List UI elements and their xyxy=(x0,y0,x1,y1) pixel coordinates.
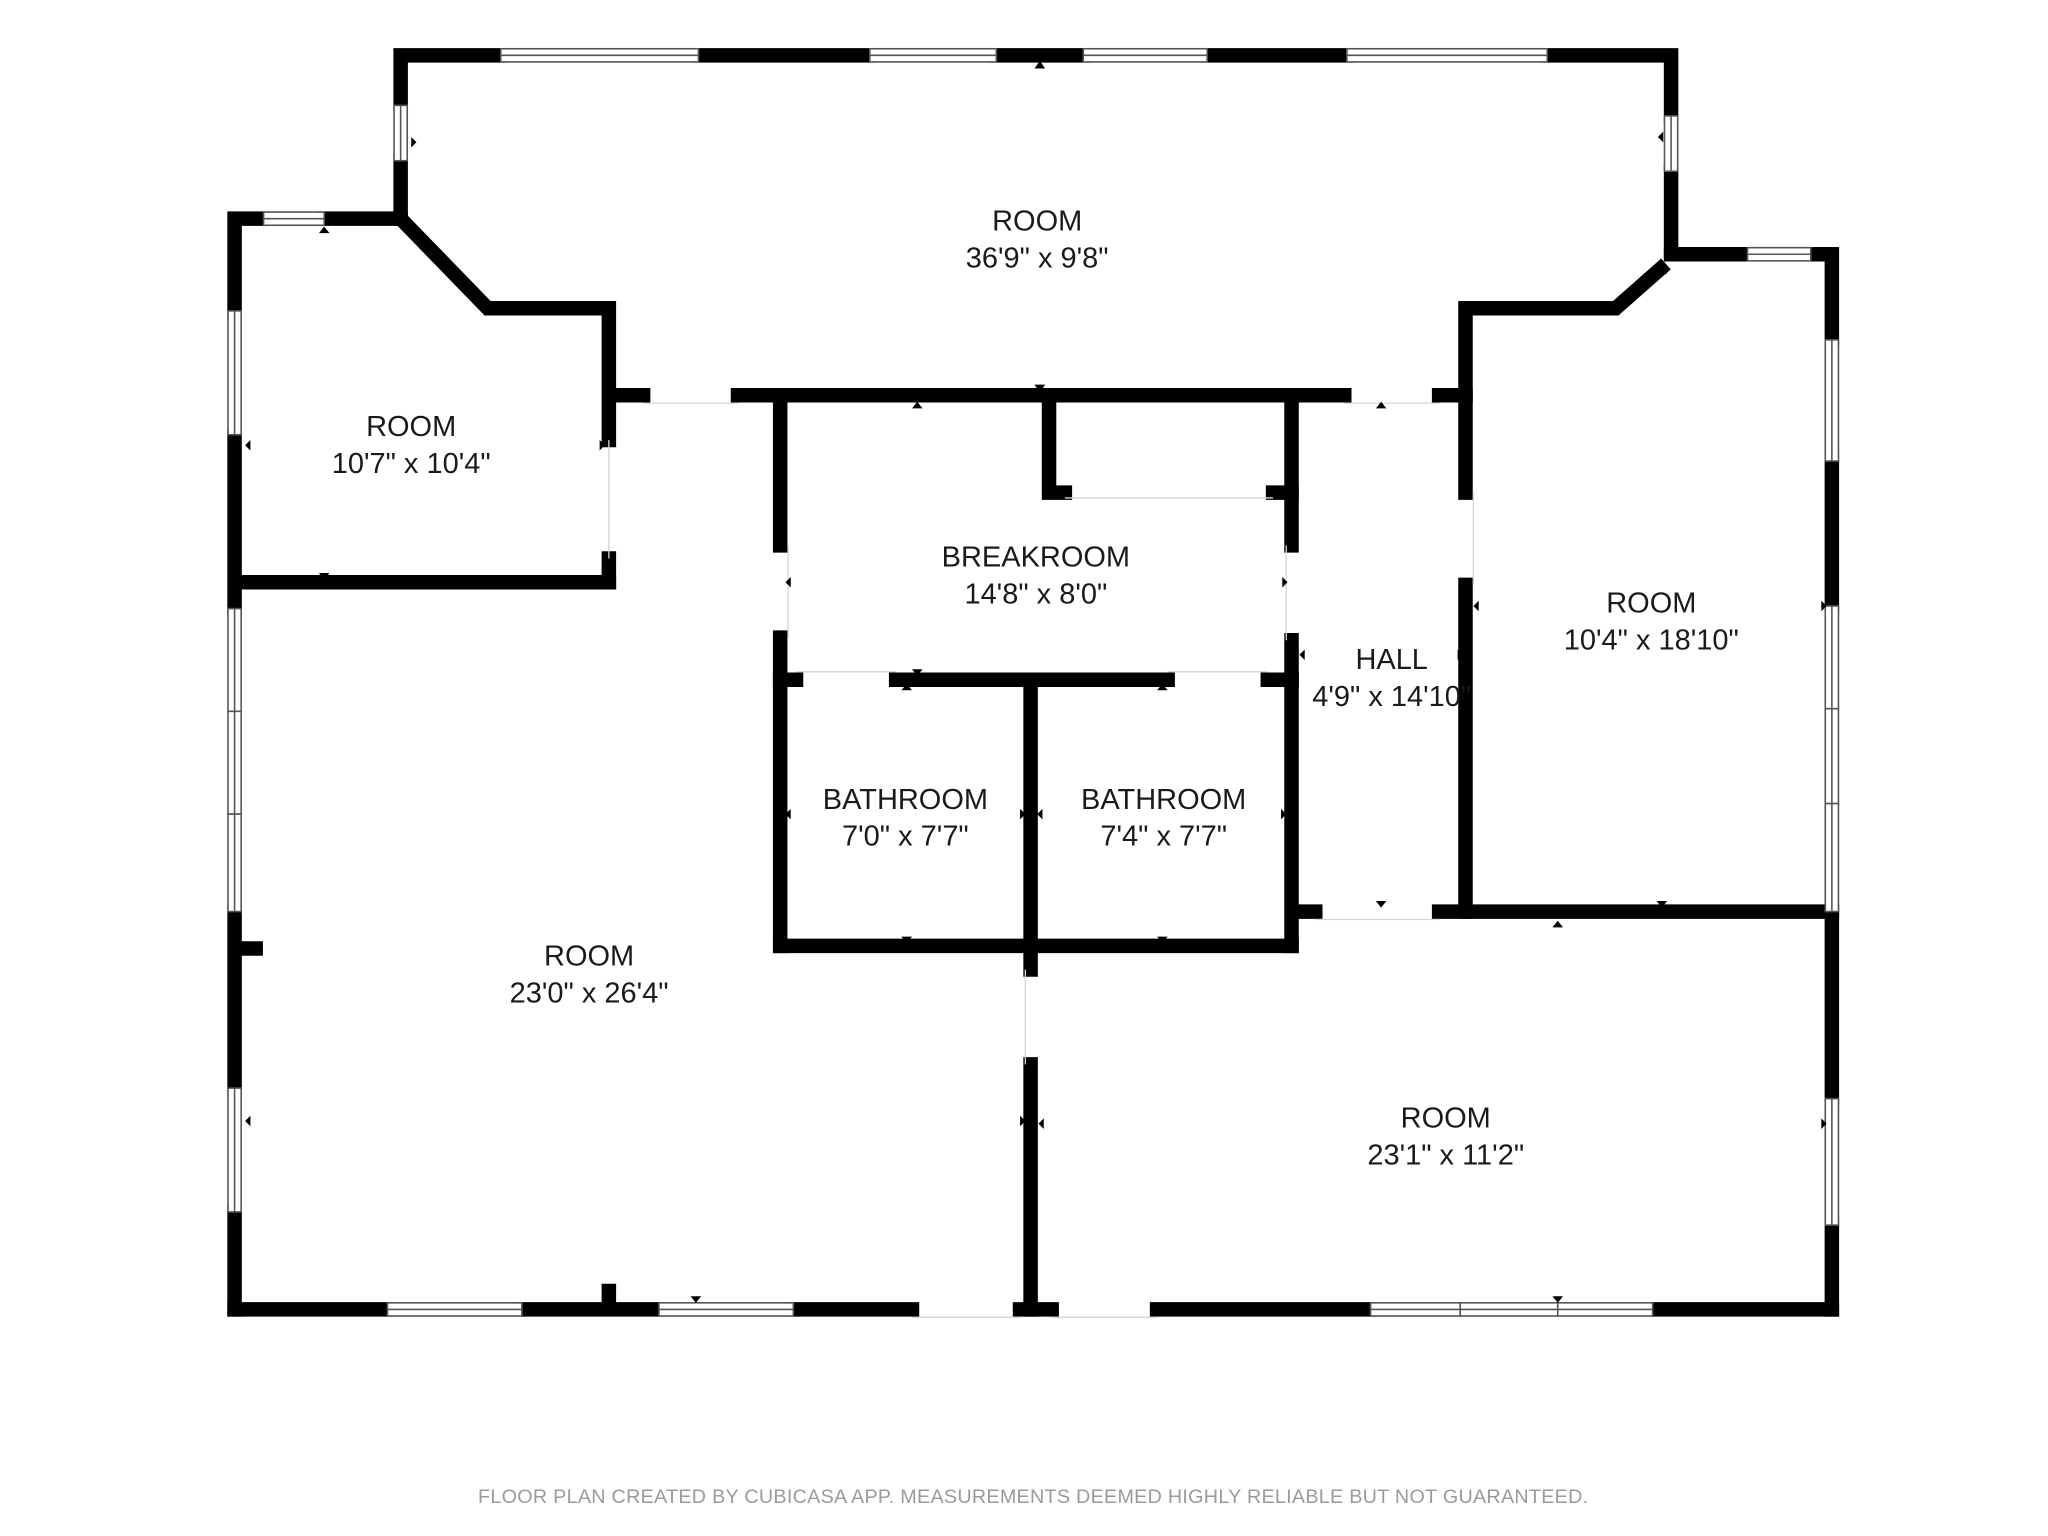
room-right-dims: 10'4" x 18'10" xyxy=(1564,624,1739,656)
marker xyxy=(911,669,923,676)
marker xyxy=(1552,920,1564,928)
marker xyxy=(1656,901,1668,908)
room-lower-left-name: ROOM xyxy=(544,941,634,973)
wall-upper-left-corner xyxy=(227,211,271,319)
marker xyxy=(1473,600,1479,612)
marker xyxy=(690,1296,702,1303)
room-right-name: ROOM xyxy=(1606,588,1696,620)
breakroom-dims: 14'8" x 8'0" xyxy=(964,578,1107,610)
marker xyxy=(1656,267,1668,275)
marker xyxy=(318,573,330,580)
bathroom-1-name: BATHROOM xyxy=(823,784,988,816)
walls xyxy=(227,48,1840,1317)
marker xyxy=(901,936,912,944)
wall-diagonal-left xyxy=(390,208,617,448)
room-labels: ROOM 36'9" x 9'8" ROOM 10'7" x 10'4" BRE… xyxy=(332,206,1739,1172)
dimension-markers xyxy=(245,60,1827,1303)
marker xyxy=(1157,683,1168,691)
footer-disclaimer: FLOOR PLAN CREATED BY CUBICASA APP. MEAS… xyxy=(478,1486,1588,1508)
room-top-dims: 36'9" x 9'8" xyxy=(966,242,1109,274)
marker xyxy=(1157,936,1168,944)
marker xyxy=(245,1115,251,1127)
room-lower-right-dims: 23'1" x 11'2" xyxy=(1367,1140,1524,1172)
marker xyxy=(1034,384,1046,393)
marker xyxy=(785,576,791,588)
door-openings xyxy=(608,402,1475,1318)
marker xyxy=(1299,649,1305,660)
marker xyxy=(1020,808,1026,820)
marker xyxy=(1375,901,1387,908)
bathroom-1-dims: 7'0" x 7'7" xyxy=(842,821,969,853)
marker xyxy=(245,439,251,451)
marker xyxy=(1282,576,1288,588)
wall-top-left-corner xyxy=(393,48,509,113)
bathroom-2-dims: 7'4" x 7'7" xyxy=(1100,821,1227,853)
wall-closet xyxy=(1041,387,1073,500)
marker xyxy=(411,137,417,148)
marker xyxy=(785,808,791,820)
marker xyxy=(1657,131,1664,143)
hall-name: HALL xyxy=(1355,644,1427,676)
marker xyxy=(1038,1118,1044,1129)
marker xyxy=(1552,1296,1564,1303)
marker xyxy=(1037,808,1043,820)
wall-top-right-corner xyxy=(1539,48,1679,124)
marker xyxy=(911,401,923,409)
room-top-name: ROOM xyxy=(992,206,1082,238)
wall-right-room-top xyxy=(1458,258,1671,500)
room-upper-left-dims: 10'7" x 10'4" xyxy=(332,448,491,480)
marker xyxy=(1034,60,1046,69)
marker xyxy=(1821,600,1827,612)
marker xyxy=(1280,808,1287,820)
bathroom-2-name: BATHROOM xyxy=(1081,784,1246,816)
marker xyxy=(1821,1118,1827,1129)
marker xyxy=(1375,401,1387,409)
marker xyxy=(1020,1115,1026,1127)
marker xyxy=(901,683,912,691)
room-upper-left-name: ROOM xyxy=(366,411,456,443)
marker xyxy=(1457,649,1463,660)
hall-dims: 4'9" x 14'10" xyxy=(1312,681,1471,713)
room-lower-right-name: ROOM xyxy=(1401,1103,1491,1135)
marker xyxy=(318,226,330,234)
breakroom-name: BREAKROOM xyxy=(942,541,1130,573)
windows xyxy=(227,47,1840,1317)
room-lower-left-dims: 23'0" x 26'4" xyxy=(510,977,669,1009)
marker xyxy=(599,439,605,451)
wall-right-corner xyxy=(1803,246,1840,348)
